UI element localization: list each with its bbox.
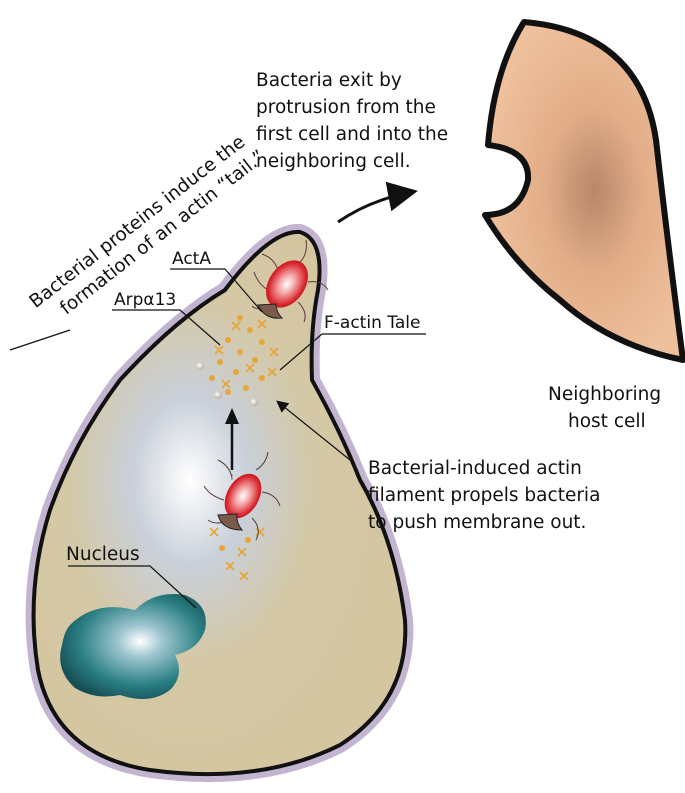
label-nucleus: Nucleus: [66, 544, 140, 565]
white-vesicles: [196, 362, 258, 406]
label-arp: Arpα13: [114, 290, 176, 310]
nucleus: [60, 594, 206, 699]
svg-text:Bacterial proteins induce the: Bacterial proteins induce the: [26, 131, 250, 312]
label-propel: Bacterial-induced actin filament propels…: [368, 458, 600, 533]
svg-text:filament propels bacteria: filament propels bacteria: [368, 485, 600, 506]
label-acta: ActA: [172, 249, 211, 269]
svg-text:first cell and into the: first cell and into the: [256, 124, 448, 145]
actin-particles: [209, 315, 279, 581]
svg-text:Bacteria exit by: Bacteria exit by: [256, 70, 402, 91]
svg-text:to push membrane out.: to push membrane out.: [368, 512, 586, 533]
svg-text:host cell: host cell: [568, 411, 646, 432]
svg-text:protrusion from the: protrusion from the: [256, 97, 436, 118]
svg-text:neighboring cell.: neighboring cell.: [256, 151, 411, 172]
label-factin: F-actin Tale: [324, 313, 420, 333]
leader-lines: [9, 268, 426, 609]
bacterium-lower: [203, 451, 281, 541]
svg-text:Bacterial-induced actin: Bacterial-induced actin: [368, 458, 582, 479]
svg-text:Neighboring: Neighboring: [548, 384, 661, 405]
label-neighbor: Neighboring host cell: [548, 384, 661, 432]
neighbor-cell: [482, 19, 685, 363]
exit-arrow: [337, 181, 418, 224]
bacterium-protrusion: [251, 239, 329, 323]
label-exit: Bacteria exit by protrusion from the fir…: [256, 70, 448, 172]
